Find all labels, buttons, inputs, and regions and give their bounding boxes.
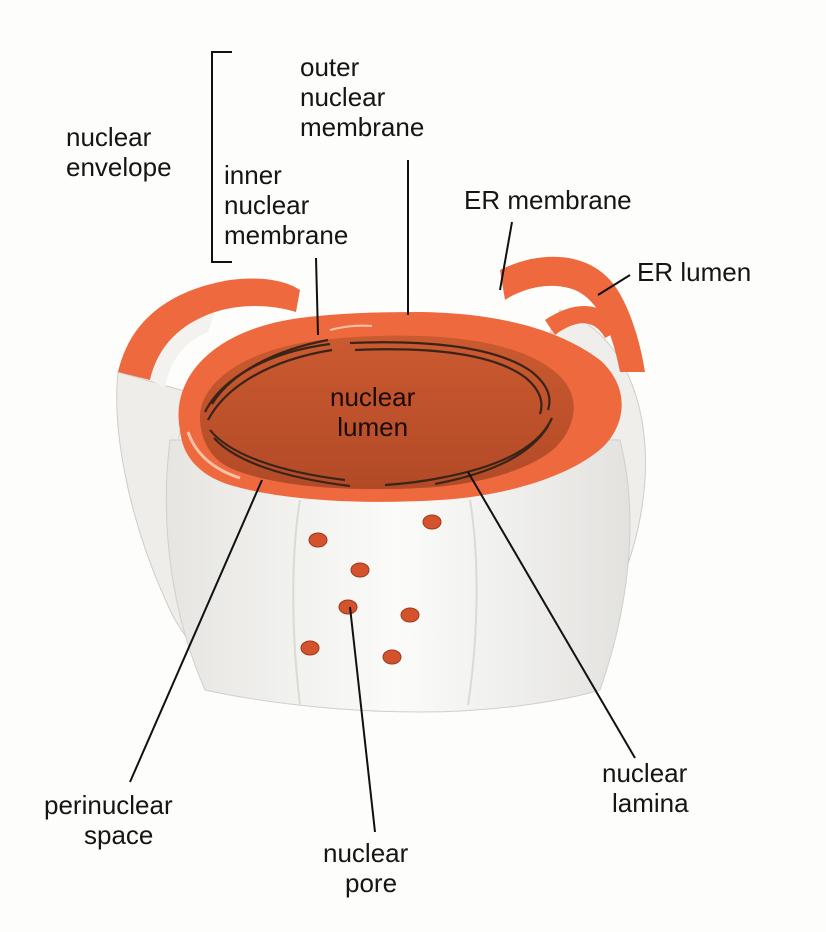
perinuclear-gap — [186, 324, 373, 480]
leader-er-lumen — [597, 274, 631, 296]
nuclear-pore — [350, 562, 370, 578]
nuclear-pore — [400, 607, 420, 623]
label-perinuclear-space: perinuclear space — [44, 790, 173, 850]
nuclear-pore — [300, 640, 320, 656]
label-nuclear-pore: nuclear pore — [323, 838, 409, 898]
leader-perinuclear-space — [129, 479, 263, 783]
nuclear-pores — [300, 514, 442, 665]
label-nuclear-lumen: nuclear lumen — [330, 382, 416, 442]
label-er-membrane: ER membrane — [464, 185, 632, 215]
leader-lines — [129, 160, 636, 833]
label-outer-nuclear-membrane: outer nuclear membrane — [300, 52, 425, 142]
leader-er-membrane — [499, 221, 513, 291]
label-nuclear-lamina: nuclear lamina — [602, 758, 689, 818]
nuclear-lamina — [204, 338, 554, 488]
nuclear-pore — [308, 532, 328, 548]
label-inner-nuclear-membrane: inner nuclear membrane — [224, 160, 349, 250]
label-er-lumen: ER lumen — [637, 257, 752, 287]
leader-inner-nuclear-membrane — [315, 257, 319, 336]
nuclear-envelope-cylinder — [165, 439, 631, 713]
label-nuclear-envelope: nuclear envelope — [66, 122, 172, 182]
nuclear-pore — [338, 599, 358, 615]
nuclear-envelope-bracket — [211, 51, 232, 263]
nuclear-pore — [422, 514, 442, 530]
nuclear-pore — [382, 649, 402, 665]
leader-nuclear-pore — [349, 606, 376, 833]
leader-nuclear-lamina — [467, 471, 636, 759]
